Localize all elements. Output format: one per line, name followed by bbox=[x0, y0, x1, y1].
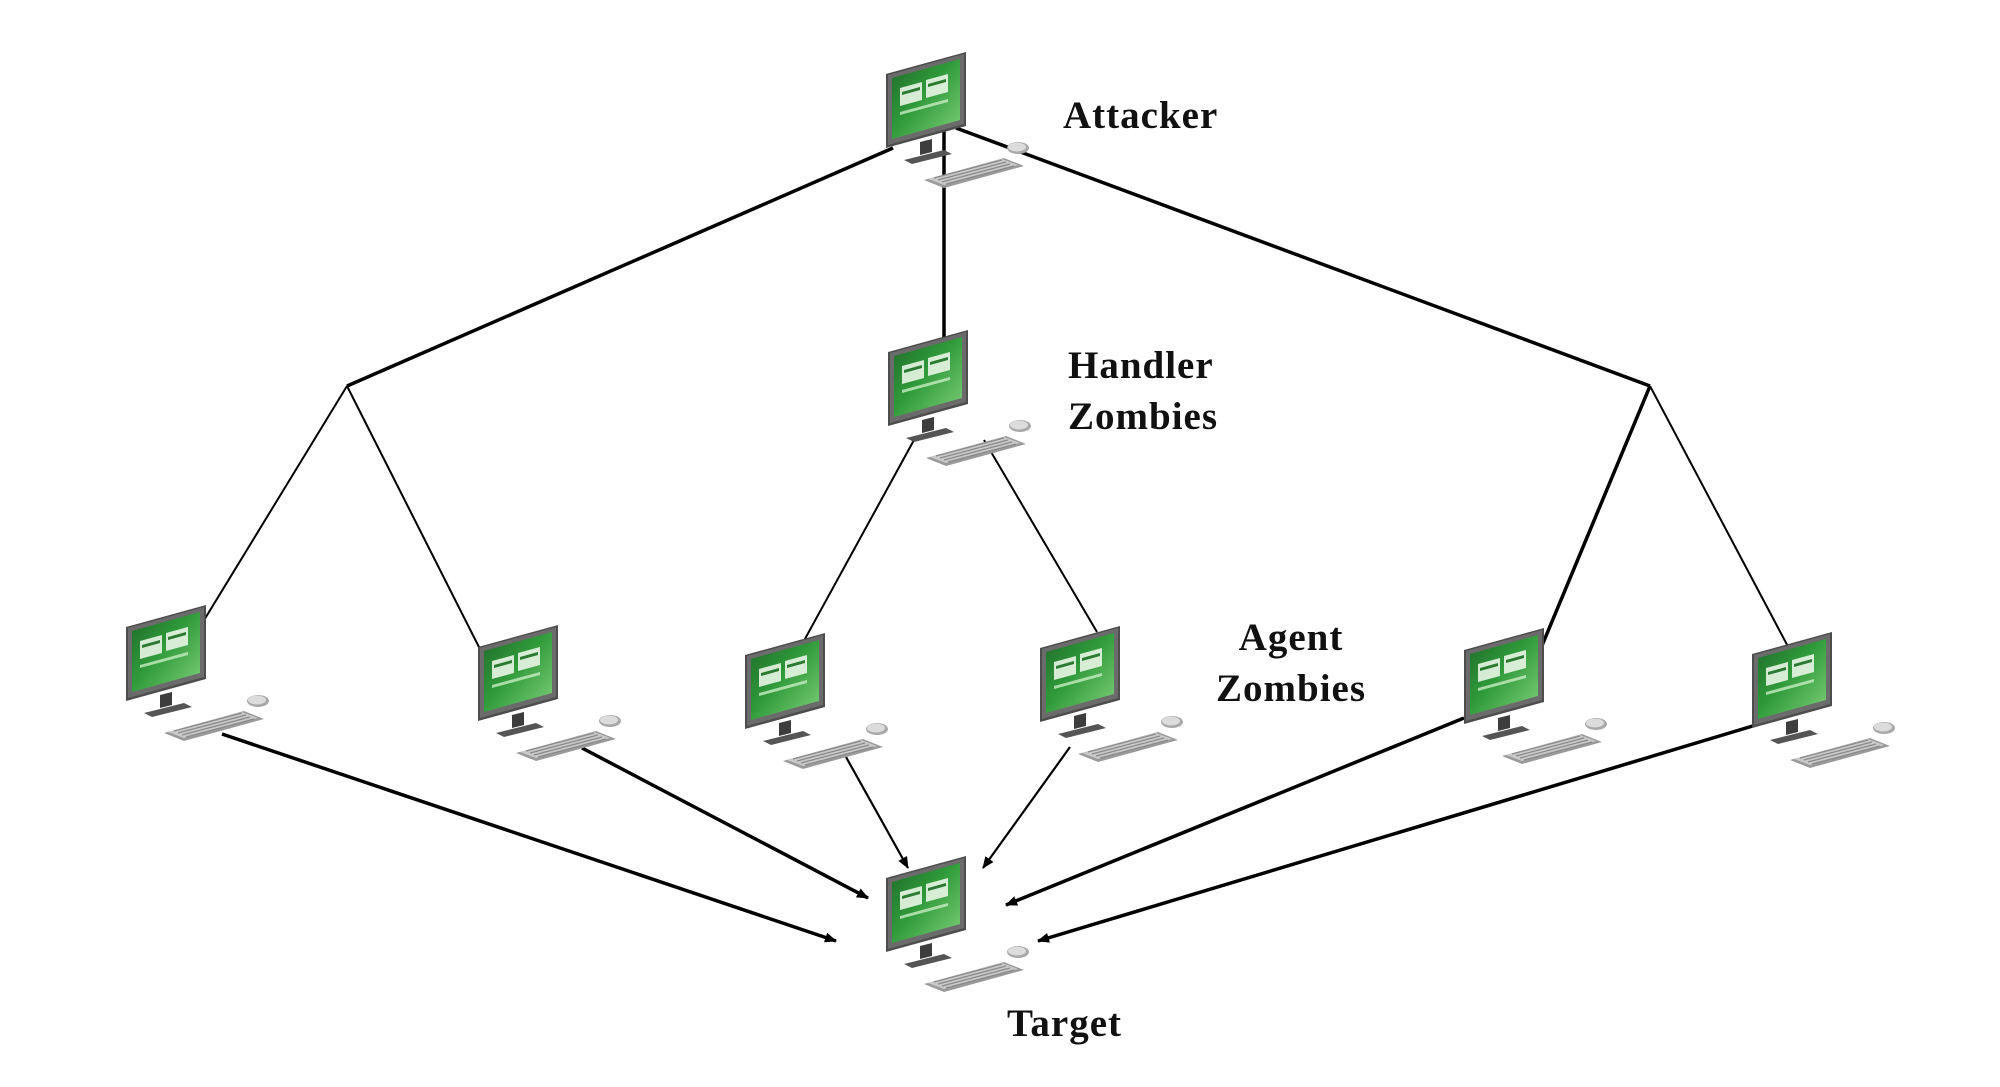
link-handler-agent-3 bbox=[799, 439, 915, 649]
target-computer-icon bbox=[885, 855, 1030, 993]
target-label: Target bbox=[1007, 1002, 1123, 1045]
attack-agent-2 bbox=[581, 746, 869, 900]
link-attacker-left-hub bbox=[346, 146, 894, 388]
handler-zombies-label: Handler Zombies bbox=[1068, 344, 1219, 438]
link-right-hub-agent-5 bbox=[1534, 385, 1652, 661]
attacker-label: Attacker bbox=[1063, 94, 1219, 137]
agent-5-computer-icon bbox=[1463, 627, 1608, 765]
attack-agent-1 bbox=[221, 732, 837, 943]
link-left-hub-agent-1 bbox=[197, 385, 348, 631]
attacker-computer-icon bbox=[885, 51, 1030, 189]
agent-4-computer-icon bbox=[1039, 625, 1184, 763]
handler-computer-icon bbox=[887, 329, 1032, 467]
link-right-hub-agent-6 bbox=[1649, 385, 1794, 657]
agent-zombies-label: Agent Zombies bbox=[1216, 616, 1367, 710]
attack-agent-4 bbox=[982, 746, 1071, 869]
agent-6-computer-icon bbox=[1751, 631, 1896, 769]
agent-3-computer-icon bbox=[744, 632, 889, 770]
attack-agent-5 bbox=[1005, 716, 1465, 907]
command-links bbox=[197, 126, 1794, 661]
link-handler-agent-4 bbox=[983, 439, 1098, 633]
agent-2-computer-icon bbox=[477, 624, 622, 762]
agent-1-computer-icon bbox=[125, 604, 270, 742]
attack-agent-6 bbox=[1037, 723, 1757, 943]
attack-links bbox=[221, 716, 1757, 943]
link-attacker-right-hub bbox=[955, 126, 1651, 388]
attack-agent-3 bbox=[845, 756, 909, 869]
link-left-hub-agent-2 bbox=[346, 385, 484, 656]
